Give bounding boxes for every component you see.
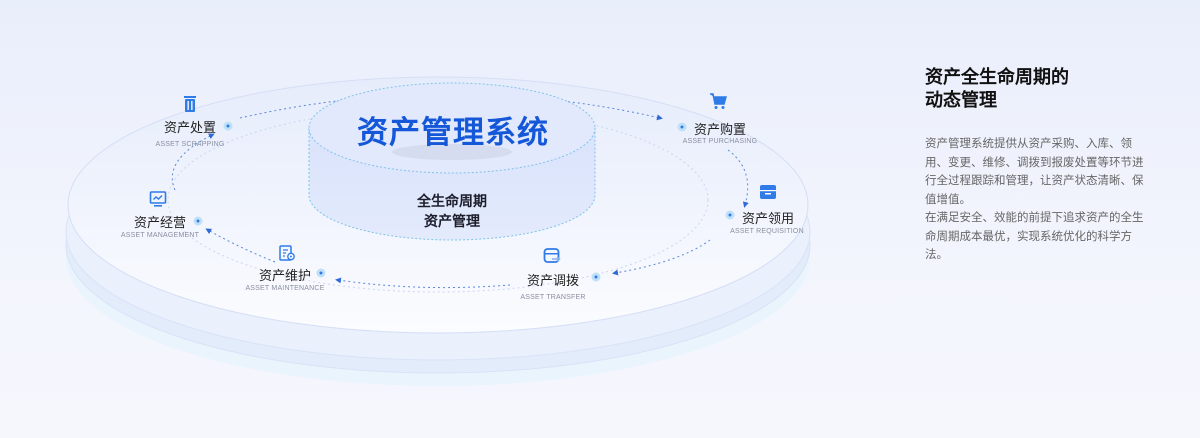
node-en-label: ASSET MAINTENANCE [245, 285, 325, 292]
platform-graphic [65, 76, 811, 386]
side-title-line: 动态管理 [925, 90, 997, 111]
node-label: 资产领用 [741, 212, 795, 227]
maintenance-doc-icon [279, 245, 295, 261]
node-label: 资产调拨 [526, 274, 580, 289]
side-description: 资产管理系统提供从资产采购、入库、领用、变更、维修、调拨到报废处置等环节进行全过… [925, 134, 1145, 264]
subtitle-line: 全生命周期 [417, 194, 487, 210]
center-subtitle: 全生命周期 资产管理 [417, 192, 487, 232]
node-label: 资产维护 [258, 269, 312, 284]
transfer-icon [543, 248, 561, 263]
node-en-label: ASSET TRANSFER [520, 294, 586, 301]
description-paragraph: 资产管理系统提供从资产采购、入库、领用、变更、维修、调拨到报废处置等环节进行全过… [925, 136, 1144, 206]
trash-icon [184, 96, 196, 112]
node-en-label: ASSET MANAGEMENT [120, 232, 200, 239]
node-label: 资产购置 [693, 123, 747, 138]
cart-icon [710, 93, 727, 109]
node-en-label: ASSET SCRAPPING [155, 141, 225, 148]
system-title: 资产管理系统 [357, 115, 549, 151]
description-paragraph: 在满足安全、效能的前提下追求资产的全生命周期成本最优，实现系统优化的科学方法。 [925, 210, 1144, 261]
node-label: 资产经营 [133, 216, 187, 231]
monitor-chart-icon [149, 191, 167, 207]
side-title-line: 资产全生命周期的 [925, 67, 1069, 88]
subtitle-line: 资产管理 [424, 214, 480, 230]
node-en-label: ASSET REQUISITION [730, 228, 804, 235]
side-title: 资产全生命周期的 动态管理 [925, 66, 1069, 112]
node-en-label: ASSET PURCHASING [682, 138, 758, 145]
node-label: 资产处置 [163, 121, 217, 136]
inbox-icon [760, 185, 776, 199]
